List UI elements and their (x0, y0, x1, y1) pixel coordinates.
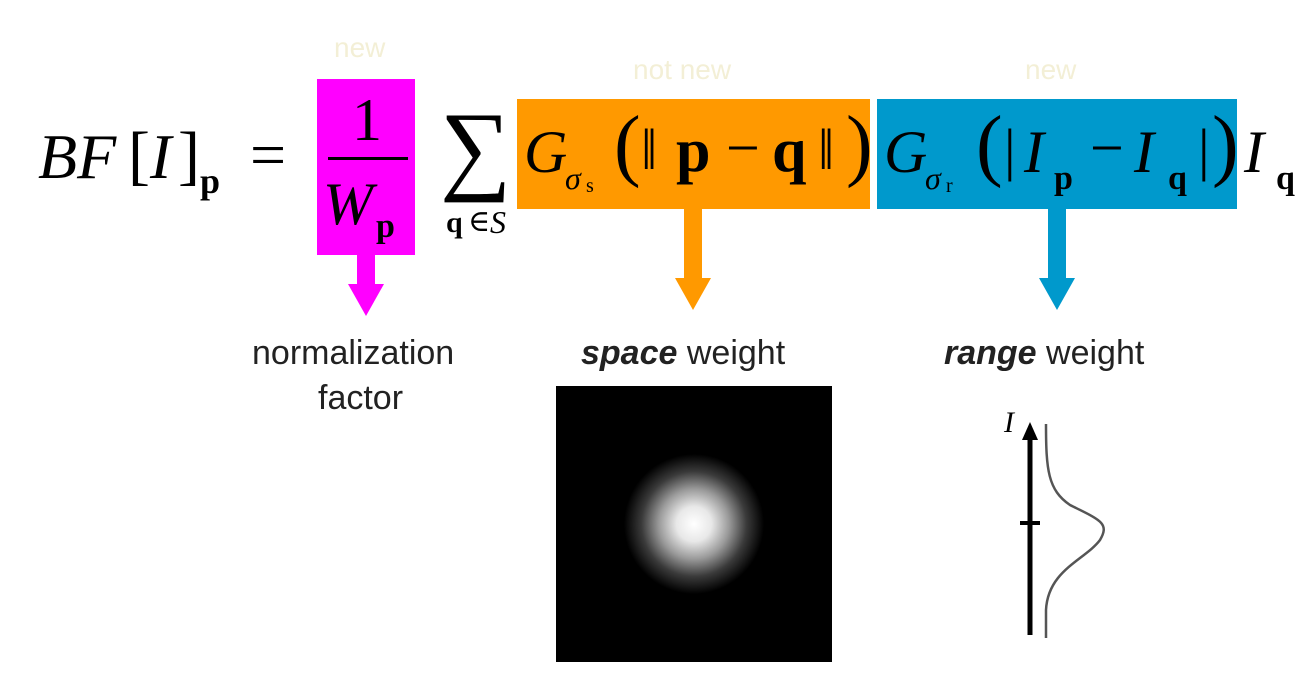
range-minus: − (1090, 115, 1124, 181)
space-left-paren: ( (614, 101, 641, 189)
range-weight-rest: weight (1036, 334, 1145, 372)
range-weight-bold: range (944, 334, 1037, 372)
space-arrow-shaft (684, 209, 702, 279)
range-sigma-sub: r (946, 175, 953, 197)
sum-sub-in: ∈ (468, 205, 491, 238)
lhs-close-bracket: ] (178, 119, 200, 192)
space-norm-left: ‖ (641, 117, 658, 182)
sum-sub-q: q (446, 206, 463, 239)
range-plot-axis-arrow (1022, 422, 1038, 440)
range-arrow-shaft (1048, 209, 1066, 279)
space-weight-bold: space (581, 334, 678, 372)
space-weight-box (517, 99, 870, 209)
final-sub-q: q (1276, 160, 1295, 197)
space-G: G (524, 119, 568, 185)
range-arrow-head (1039, 278, 1075, 310)
normalization-label-line1: normalization (252, 334, 455, 372)
range-bar-left: | (1004, 117, 1016, 182)
range-sigma: σ (925, 160, 941, 196)
normalization-arrow-shaft (357, 255, 375, 285)
range-bar-right: | (1198, 117, 1210, 182)
range-plot-svg (1020, 422, 1105, 638)
range-weight-label: range weight (944, 334, 1144, 373)
range-plot-curve (1044, 423, 1105, 638)
final-I: I (1244, 119, 1264, 185)
fraction-numerator: 1 (352, 87, 382, 153)
lhs-I: I (150, 121, 172, 192)
range-I-p: I (1024, 119, 1044, 185)
normalization-arrow-head (348, 284, 384, 316)
space-norm-right: ‖ (818, 117, 835, 182)
sum-sub-S: S (490, 204, 506, 240)
space-gaussian-image (556, 386, 832, 662)
norm-tag: new (334, 32, 386, 63)
range-right-paren: ) (1212, 101, 1239, 189)
space-weight-rest: weight (677, 334, 786, 372)
gaussian-blob (624, 454, 764, 594)
lhs-BF: BF (38, 121, 117, 192)
space-p: p (676, 117, 711, 185)
normalization-box (317, 79, 415, 255)
space-q: q (772, 117, 807, 185)
fraction-bar (328, 157, 408, 160)
space-right-paren: ) (846, 101, 873, 189)
space-minus: − (726, 115, 760, 181)
range-weight-box (877, 99, 1237, 209)
range-sub-q: q (1168, 160, 1187, 197)
space-gaussian-svg (624, 454, 764, 594)
range-G: G (884, 119, 928, 185)
lhs-subscript-p: p (200, 161, 221, 201)
space-tag: not new (633, 54, 732, 85)
range-left-paren: ( (976, 101, 1003, 189)
range-tag: new (1025, 54, 1077, 85)
space-sigma-sub: s (586, 175, 594, 197)
summation-symbol: ∑ (440, 92, 512, 203)
space-weight-label: space weight (581, 334, 785, 373)
range-plot-axis-label: I (1004, 406, 1014, 439)
equals-sign: = (250, 119, 287, 190)
fraction-denominator-W: W (323, 171, 373, 237)
fraction-denominator-sub-p: p (376, 208, 395, 245)
space-sigma: σ (565, 160, 581, 196)
range-I-q: I (1134, 119, 1154, 185)
lhs-open-bracket: [ (128, 119, 150, 192)
space-arrow-head (675, 278, 711, 310)
range-sub-p: p (1054, 160, 1073, 197)
normalization-label-line2: factor (318, 379, 404, 417)
